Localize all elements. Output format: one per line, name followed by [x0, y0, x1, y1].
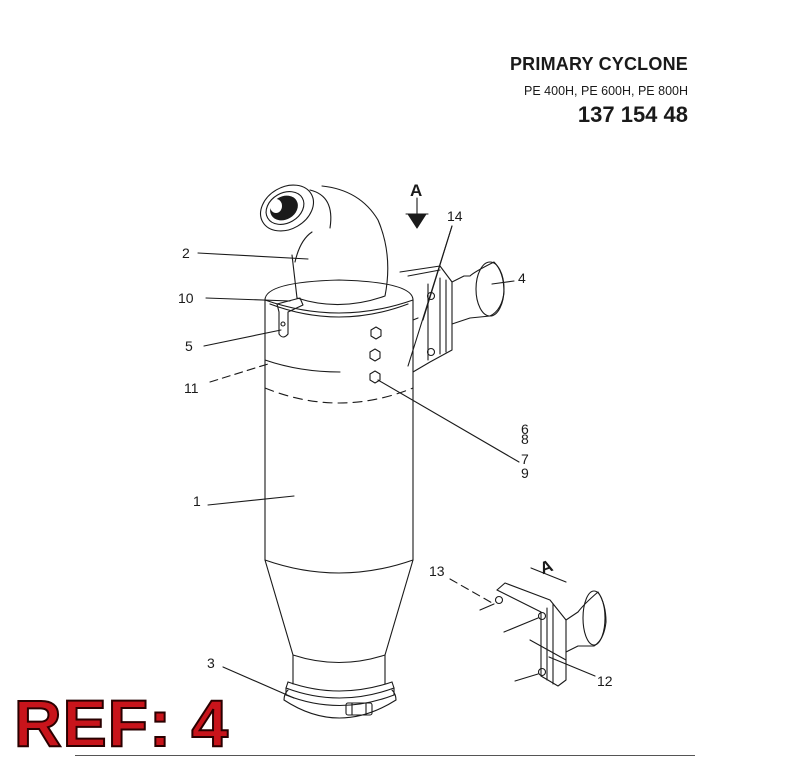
callout-labels: A A 1 2 3 4 5 6 7 8 9 10 11 12 13 14: [178, 181, 613, 689]
callout-5: 5: [185, 338, 193, 354]
callout-12: 12: [597, 673, 613, 689]
top-lid: [264, 279, 414, 318]
view-a-label: A: [410, 181, 422, 200]
callout-10: 10: [178, 290, 194, 306]
callout-7: 7: [521, 451, 529, 467]
leader-lines: [197, 225, 596, 699]
part-number: 137 154 48: [577, 102, 688, 127]
callout-6: 6: [521, 421, 529, 437]
cyclone-cone: [264, 559, 414, 685]
side-outlet-housing: [399, 261, 505, 373]
callout-1: 1: [193, 493, 201, 509]
callout-3: 3: [207, 655, 215, 671]
callout-4: 4: [518, 270, 526, 286]
callout-14: 14: [447, 208, 463, 224]
title-block: PRIMARY CYCLONE PE 400H, PE 600H, PE 800…: [510, 54, 688, 128]
cyclone-body: [264, 299, 414, 574]
callout-9: 9: [521, 465, 529, 481]
diagram-title: PRIMARY CYCLONE: [509, 54, 688, 74]
bottom-clamp: [283, 681, 397, 719]
view-a-detail: [494, 582, 607, 687]
hex-bolts: [369, 326, 382, 384]
callout-8: 8: [521, 431, 529, 447]
inlet-elbow: [260, 184, 389, 306]
mounting-bracket: [276, 297, 304, 338]
view-a-arrow: [405, 197, 429, 229]
bottom-rule: [75, 755, 695, 756]
callout-11: 11: [184, 380, 199, 396]
model-list: PE 400H, PE 600H, PE 800H: [524, 84, 688, 98]
callout-2: 2: [182, 245, 190, 261]
callout-13: 13: [429, 563, 445, 579]
view-a-detail-label: A: [537, 556, 555, 578]
ref-stamp: REF: 4: [13, 686, 230, 760]
